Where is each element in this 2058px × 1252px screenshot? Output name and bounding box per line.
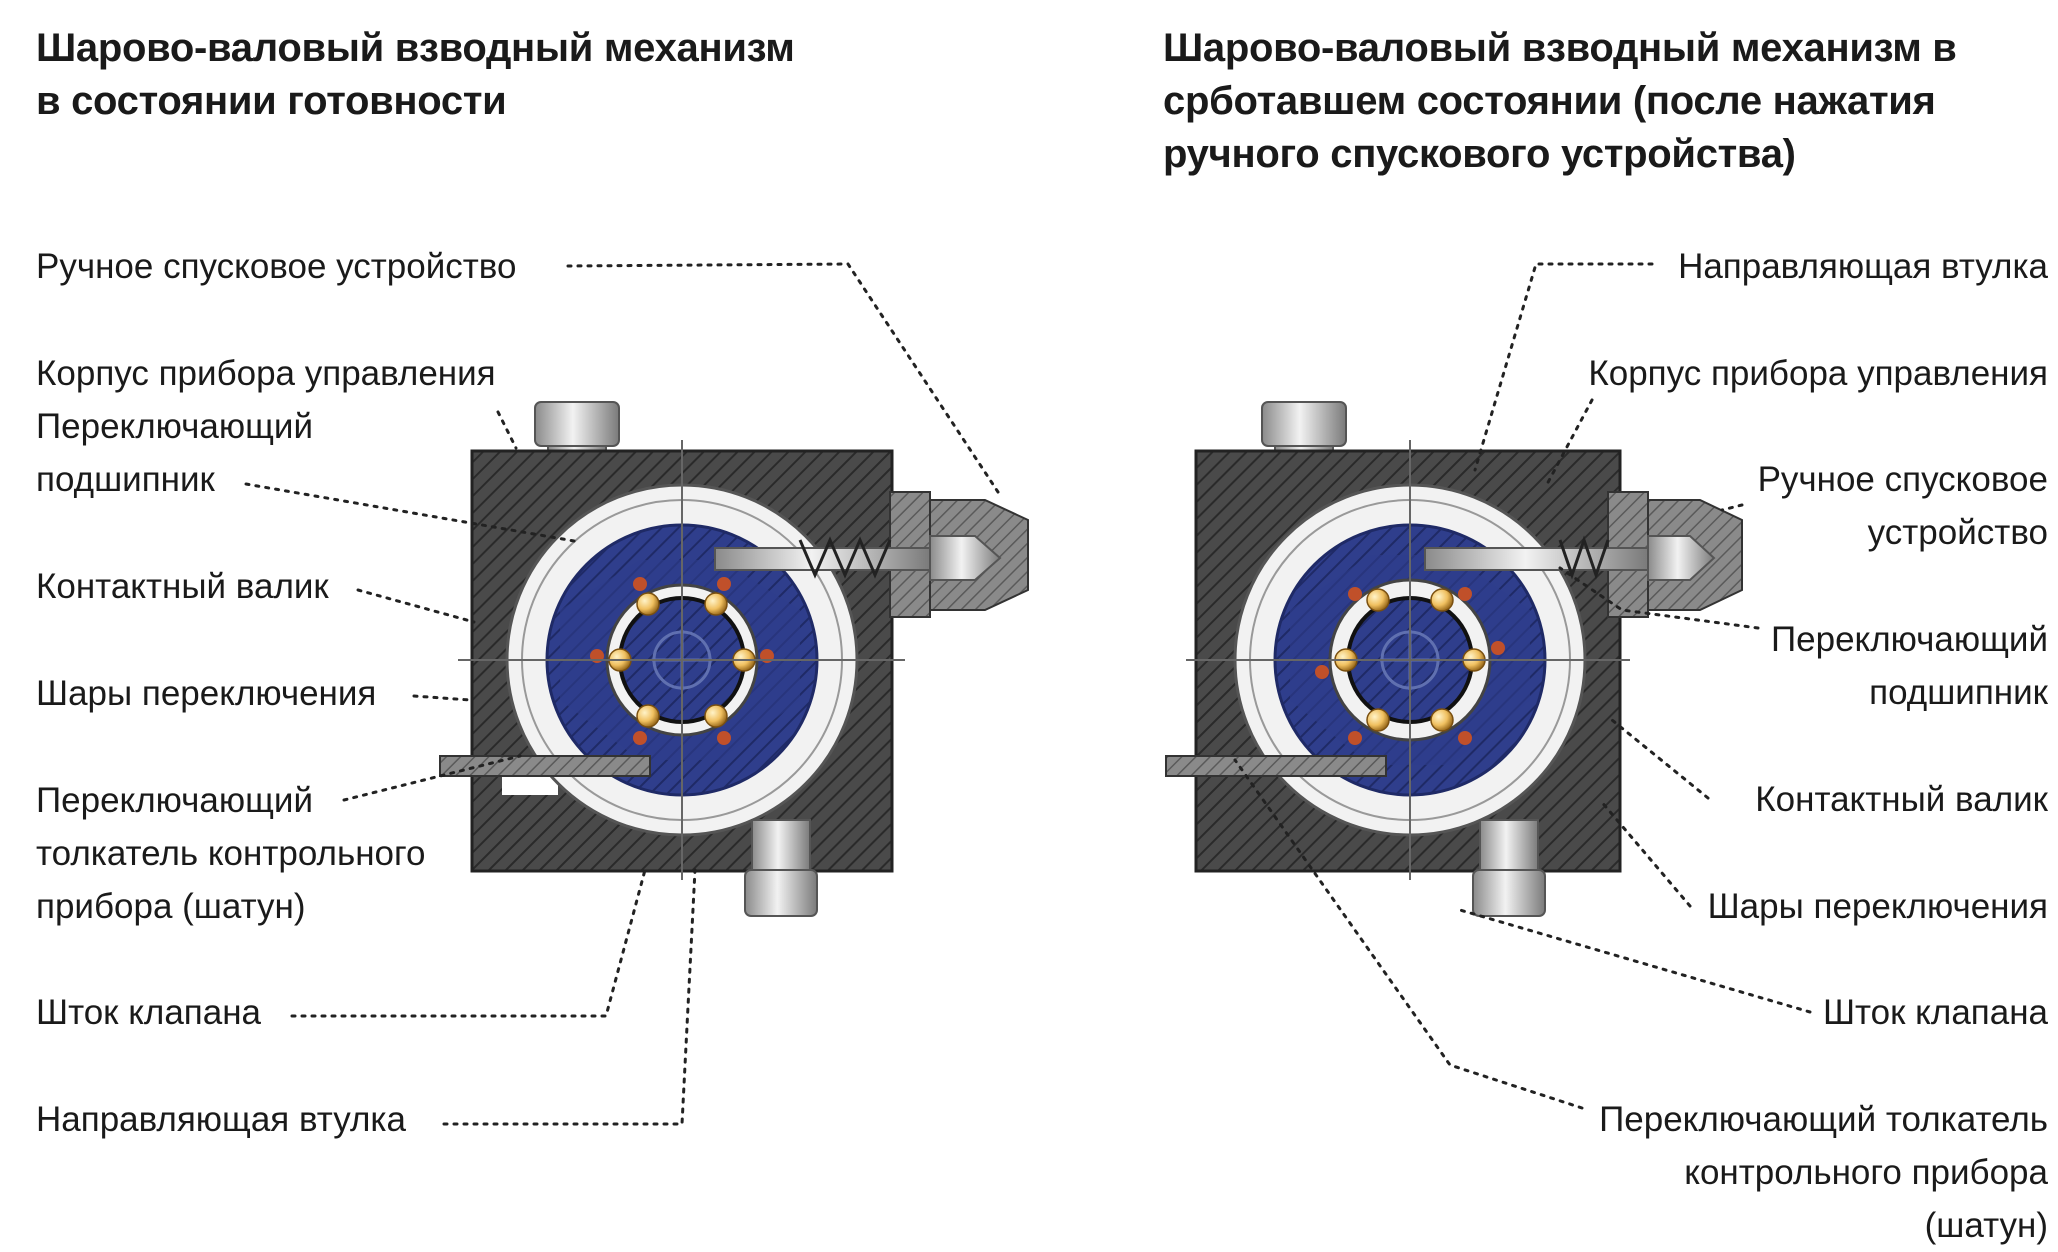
right-label-manual-release-line1: Ручное спусковое: [1757, 460, 2048, 499]
right-label-switching-bearing-line1: Переключающий: [1770, 620, 2048, 659]
right-label-pusher-line2: контрольного прибора: [1684, 1153, 2048, 1192]
left-panel-title: Шарово-валовый взводный механизм в состо…: [36, 26, 795, 123]
right-label-switching-balls: Шары переключения: [1707, 887, 2048, 926]
right-mechanism: [1165, 401, 1743, 917]
right-switching-balls: [1315, 587, 1505, 745]
right-label-control-housing: Корпус прибора управления: [1588, 354, 2048, 393]
right-label-valve-stem: Шток клапана: [1822, 993, 2048, 1032]
left-label-guide-bushing: Направляющая втулка: [36, 1100, 406, 1139]
right-label-switching-bearing-line2: подшипник: [1869, 673, 2048, 712]
right-label-manual-release-line2: устройство: [1867, 513, 2048, 552]
right-label-contact-roller: Контактный валик: [1755, 780, 2048, 819]
right-manual-release: [1424, 491, 1743, 618]
left-label-switching-bearing-line1: Переключающий: [36, 407, 314, 446]
right-pusher-rod: [1165, 755, 1387, 777]
right-panel-title: Шарово-валовый взводный механизм в србот…: [1163, 26, 1957, 176]
right-label-pusher-line3: (шатун): [1924, 1206, 2048, 1245]
left-label-manual-release: Ручное спусковое устройство: [36, 247, 517, 286]
right-leader-lines: [1233, 262, 1812, 1110]
left-label-valve-stem: Шток клапана: [36, 993, 262, 1032]
left-bottom-bolt: [744, 819, 818, 917]
left-pusher-rod: [439, 755, 651, 777]
right-label-guide-bushing: Направляющая втулка: [1678, 247, 2048, 286]
left-switching-balls: [590, 577, 774, 745]
left-label-pusher-line1: Переключающий: [36, 781, 314, 820]
left-label-control-housing: Корпус прибора управления: [36, 354, 496, 393]
left-mechanism: [439, 401, 1029, 917]
right-bottom-bolt: [1472, 819, 1546, 917]
left-label-switching-balls: Шары переключения: [36, 674, 377, 713]
left-label-pusher-line2: толкатель контрольного: [36, 834, 426, 873]
left-label-pusher-line3: прибора (шатун): [36, 887, 306, 926]
left-label-switching-bearing-line2: подшипник: [36, 460, 215, 499]
right-label-pusher-line1: Переключающий толкатель: [1599, 1100, 2048, 1139]
left-leader-lines: [244, 262, 1000, 1126]
left-manual-release: [714, 491, 1029, 618]
left-label-contact-roller: Контактный валик: [36, 567, 329, 606]
